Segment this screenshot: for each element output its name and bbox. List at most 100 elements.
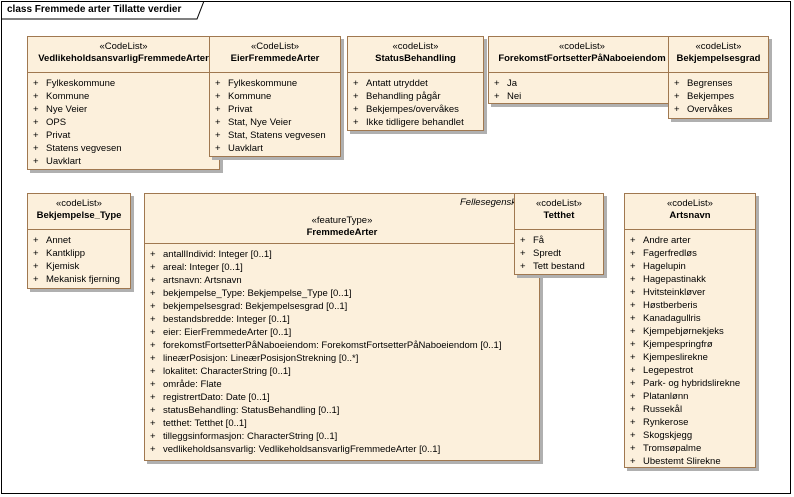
visibility-plus-icon: + (630, 261, 636, 272)
visibility-plus-icon: + (630, 300, 636, 311)
visibility-plus-icon: + (674, 104, 680, 115)
attribute-text: Kantklipp (46, 248, 86, 259)
attribute-row: + OPS (28, 116, 219, 129)
attribute-text: Bekjempes (687, 91, 734, 102)
attribute-row: +Statens vegvesen (28, 142, 219, 155)
visibility-plus-icon: + (630, 365, 636, 376)
visibility-plus-icon: + (33, 261, 39, 272)
class-header: «codeList» StatusBehandling (348, 37, 483, 73)
class-forekomst-fortsetter[interactable]: «codeList» ForekomstFortsetterPåNaboeien… (488, 36, 676, 104)
class-bekjempelsesgrad[interactable]: «codeList» Bekjempelsesgrad +Begrenses+B… (668, 36, 769, 119)
visibility-plus-icon: + (520, 248, 526, 259)
attribute-text: Begrenses (687, 78, 733, 89)
class-tetthet[interactable]: «codeList» Tetthet +Få+Spredt+Tett besta… (514, 193, 604, 275)
attribute-row: +tilleggsinformasjon: CharacterString [0… (145, 430, 539, 443)
visibility-plus-icon: + (630, 274, 636, 285)
class-name: Bekjempelsesgrad (676, 53, 761, 64)
visibility-plus-icon: + (150, 340, 156, 351)
attribute-text: lokalitet: CharacterString [0..1] (163, 366, 291, 377)
attribute-text: Ja (507, 78, 518, 89)
diagram-title: class Fremmede arter Tillatte verdier (7, 4, 182, 15)
attribute-row: +bekjempelsesgrad: Bekjempelsesgrad [0..… (145, 300, 539, 313)
attribute-row: + lineærPosisjon: LineærPosisjonStrekning… (145, 352, 539, 365)
stereotype: «CodeList» (99, 41, 148, 52)
class-artsnavn[interactable]: «codeList» Artsnavn +Andre arter+Fagerfr… (624, 193, 756, 468)
attribute-text: Tromsøpalme (643, 443, 702, 454)
class-fremmede-arter[interactable]: Fellesegenskaper «featureType» FremmedeA… (144, 193, 540, 461)
visibility-plus-icon: + (215, 117, 221, 128)
attribute-text: Tett bestand (533, 261, 585, 272)
attribute-row: +område: Flate (145, 378, 539, 391)
attribute-row: +Skogskjegg (625, 429, 755, 442)
visibility-plus-icon: + (150, 405, 156, 416)
attribute-text: Andre arter (643, 235, 691, 246)
visibility-plus-icon: + (353, 117, 359, 128)
attribute-list: +antallIndivid: Integer [0..1]+areal: In… (145, 244, 539, 456)
visibility-plus-icon: + (150, 444, 156, 455)
class-name: Artsnavn (669, 210, 711, 221)
attribute-text: statusBehandling: StatusBehandling [0..1… (163, 405, 340, 416)
visibility-plus-icon: + (630, 378, 636, 389)
visibility-plus-icon: + (630, 326, 636, 337)
visibility-plus-icon: + (215, 91, 221, 102)
attribute-row: +Tett bestand (515, 260, 603, 273)
attribute-text: registrertDato: Date [0..1] (163, 392, 270, 403)
class-eier-fremmede-arter[interactable]: «CodeList» EierFremmedeArter +Fylkeskomm… (209, 36, 341, 157)
class-header: «featureType» FremmedeArter (145, 194, 539, 244)
class-vedlikeholdsansvarlig[interactable]: «CodeList» VedlikeholdsansvarligFremmede… (27, 36, 220, 170)
attribute-text: OPS (46, 117, 67, 128)
attribute-list: +Fylkeskommune+Kommune+Privat+Stat, Nye … (210, 73, 340, 155)
attribute-text: Spredt (533, 248, 561, 259)
visibility-plus-icon: + (215, 104, 221, 115)
visibility-plus-icon: + (150, 353, 156, 364)
attribute-text: Privat (46, 130, 71, 141)
class-status-behandling[interactable]: «codeList» StatusBehandling +Antatt utry… (347, 36, 484, 131)
attribute-text: lineærPosisjon: LineærPosisjonStrekning … (163, 353, 359, 364)
visibility-plus-icon: + (630, 430, 636, 441)
attribute-text: Privat (228, 104, 253, 115)
visibility-plus-icon: + (630, 404, 636, 415)
class-name: EierFremmedeArter (230, 53, 320, 64)
attribute-text: Høstberberis (643, 300, 698, 311)
attribute-row: +Nye Veier (28, 103, 219, 116)
attribute-text: areal: Integer [0..1] (163, 262, 243, 273)
attribute-row: + Hagepastinakk (625, 273, 755, 286)
attribute-row: +Kjempeslirekne (625, 351, 755, 364)
attribute-row: +Privat (28, 129, 219, 142)
attribute-text: artsnavn: Artsnavn (163, 275, 242, 286)
visibility-plus-icon: + (150, 288, 156, 299)
attribute-list: +Annet+Kantklipp+Kjemisk+Mekanisk fjerni… (28, 230, 130, 286)
visibility-plus-icon: + (630, 352, 636, 363)
attribute-text: Fylkeskommune (46, 78, 116, 89)
attribute-row: +Nei (489, 90, 675, 103)
attribute-text: Kommune (228, 91, 272, 102)
attribute-text: Park- og hybridslirekne (643, 378, 741, 389)
attribute-row: +Hvitsteinkløver (625, 286, 755, 299)
attribute-text: bestandsbredde: Integer [0..1] (163, 314, 290, 325)
stereotype: «codeList» (695, 41, 742, 52)
visibility-plus-icon: + (150, 366, 156, 377)
attribute-text: Annet (46, 235, 71, 246)
attribute-row: +Behandling pågår (348, 90, 483, 103)
attribute-row: + Spredt (515, 247, 603, 260)
class-name: ForekomstFortsetterPåNaboeiendom (498, 53, 666, 64)
attribute-row: +Uavklart (28, 155, 219, 168)
attribute-text: Ikke tidligere behandlet (366, 117, 464, 128)
visibility-plus-icon: + (150, 392, 156, 403)
visibility-plus-icon: + (630, 313, 636, 324)
attribute-row: +bekjempelse_Type: Bekjempelse_Type [0..… (145, 287, 539, 300)
attribute-row: +forekomstFortsetterPåNaboeiendom: Forek… (145, 339, 539, 352)
attribute-row: +Stat, Statens vegvesen (210, 129, 340, 142)
visibility-plus-icon: + (33, 117, 39, 128)
visibility-plus-icon: + (150, 431, 156, 442)
visibility-plus-icon: + (150, 249, 156, 260)
attribute-text: Hagelupin (643, 261, 686, 272)
visibility-plus-icon: + (630, 391, 636, 402)
attribute-text: Hagepastinakk (643, 274, 706, 285)
attribute-row: +vedlikeholdsansvarlig: Vedlikeholdsansv… (145, 443, 539, 456)
class-bekjempelse-type[interactable]: «codeList» Bekjempelse_Type +Annet+Kantk… (27, 193, 131, 289)
attribute-row: + Ikke tidligere behandlet (348, 116, 483, 129)
stereotype: «codeList» (667, 198, 713, 209)
attribute-text: Kjempespringfrø (643, 339, 713, 350)
